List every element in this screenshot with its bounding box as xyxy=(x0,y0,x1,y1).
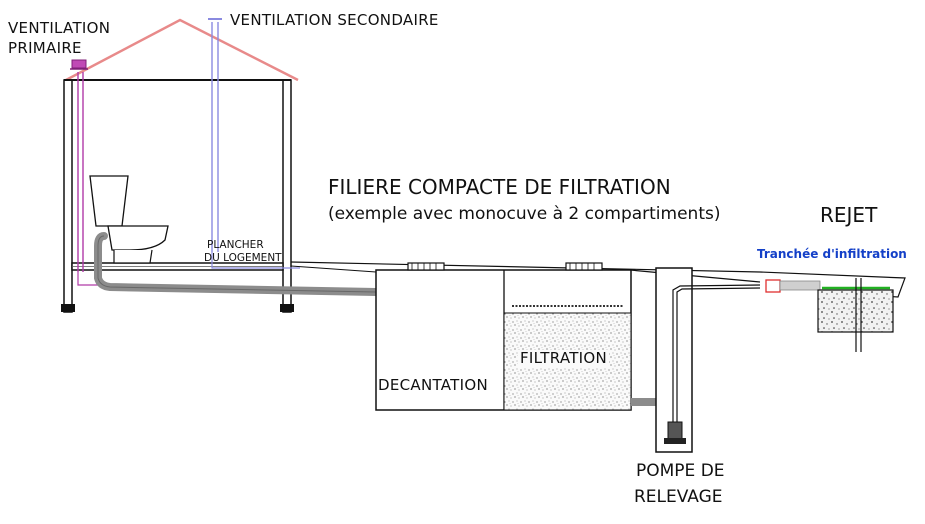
house-wall-left xyxy=(63,79,73,313)
outlet-box xyxy=(765,279,781,293)
label-ventilation-secondaire: VENTILATION SECONDAIRE xyxy=(230,11,439,29)
primary-vent-cap xyxy=(71,59,87,69)
label-filtration: FILTRATION xyxy=(518,349,610,367)
tank-cover-1 xyxy=(407,262,445,271)
subtitle: (exemple avec monocuve à 2 compartiments… xyxy=(328,204,721,224)
pump-discharge-pipe xyxy=(672,284,761,422)
toilet-bowl xyxy=(107,225,169,251)
label-plancher-2: DU LOGEMENT xyxy=(204,252,282,264)
label-rejet: REJET xyxy=(820,203,878,227)
label-ventilation-primaire-2: PRIMAIRE xyxy=(8,39,82,57)
label-plancher-1: PLANCHER xyxy=(207,239,264,251)
toilet-tank xyxy=(89,175,129,227)
label-pompe-1: POMPE DE xyxy=(636,461,725,481)
tank-cover-2 xyxy=(565,262,603,271)
roof xyxy=(65,18,299,82)
pump-well xyxy=(655,267,693,453)
label-tranchee: Tranchée d'infiltration xyxy=(757,247,907,261)
label-ventilation-primaire-1: VENTILATION xyxy=(8,19,111,37)
trench-pipe xyxy=(779,280,821,291)
house-wall-right xyxy=(282,79,292,313)
label-pompe-2: RELEVAGE xyxy=(634,487,723,507)
title: FILIERE COMPACTE DE FILTRATION xyxy=(328,175,671,199)
label-decantation: DECANTATION xyxy=(378,376,488,394)
wall-foot-right xyxy=(280,304,294,312)
wall-foot-left xyxy=(61,304,75,312)
